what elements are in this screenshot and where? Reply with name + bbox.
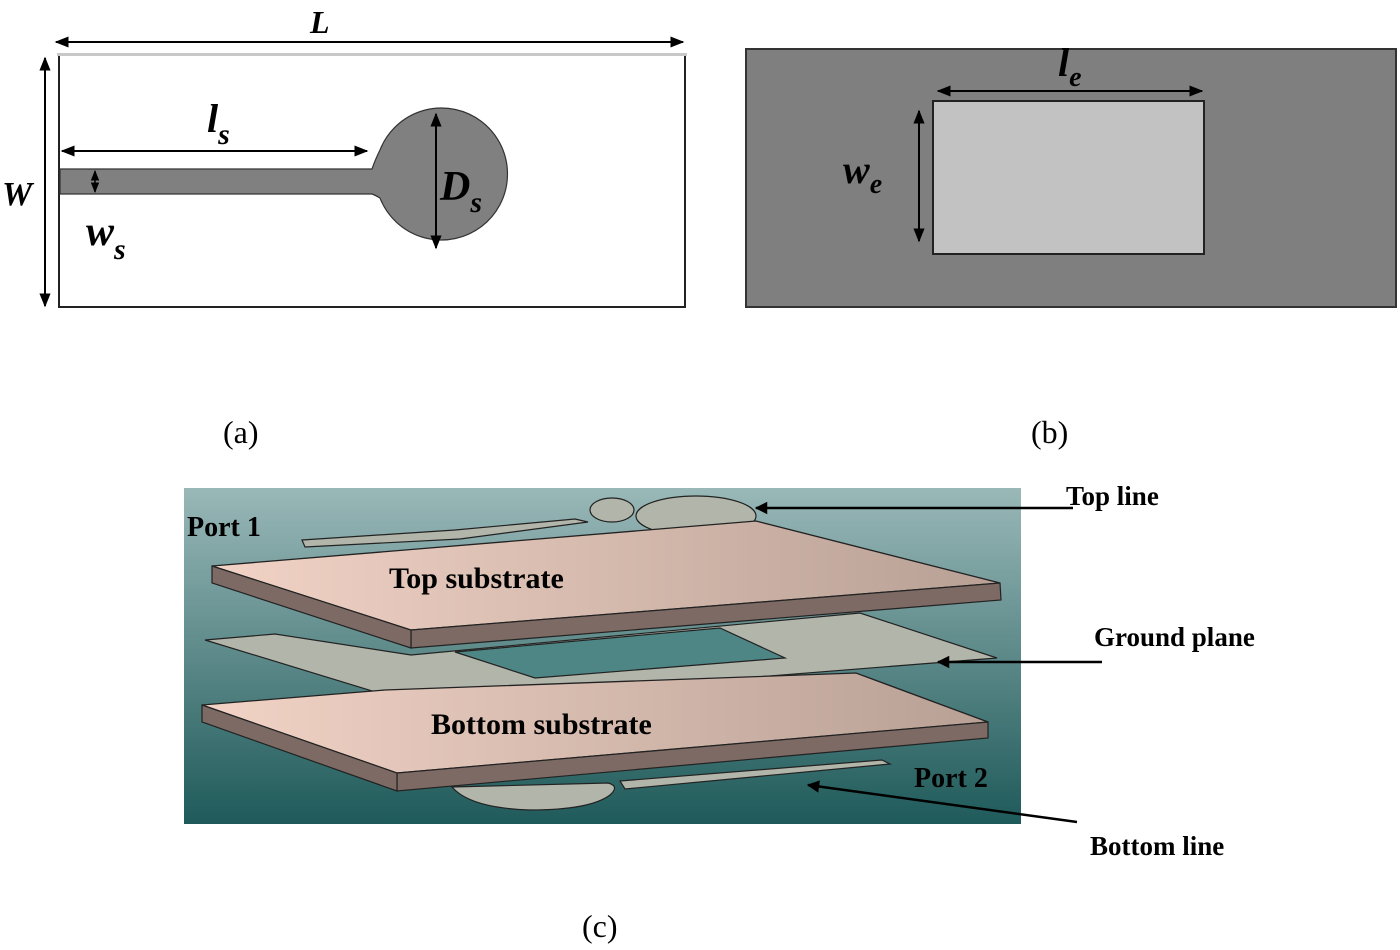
top-substrate-edge-left (211, 565, 412, 649)
panel-b-ground-layer: le we (745, 40, 1397, 308)
callout-label-top-line: Top line (1066, 481, 1159, 511)
label-ws: ws (86, 209, 126, 266)
substrate-edge-shadow (57, 53, 687, 56)
caption-a: (a) (223, 414, 259, 450)
callout-label-ground-plane: Ground plane (1094, 622, 1255, 652)
label-top-substrate: Top substrate (389, 562, 564, 595)
label-le: le (1058, 40, 1082, 93)
label-W: W (2, 176, 35, 213)
ground-plane-slot (454, 627, 788, 679)
microstrip-feed-line (59, 107, 509, 241)
label-Ds: Ds (439, 164, 482, 219)
top-line-strip (301, 518, 589, 548)
top-line-disk-stub (589, 497, 635, 523)
bottom-line-strip (618, 759, 893, 790)
callout-arrow-bottom-line (806, 780, 1078, 824)
ground-slot (932, 100, 1205, 255)
panel-a-top-layer: L W ls ws Ds (2, 4, 687, 308)
label-port2: Port 2 (914, 763, 988, 794)
callout-label-bottom-line: Bottom line (1090, 831, 1224, 861)
caption-b: (b) (1031, 414, 1068, 450)
bottom-line-disk (450, 782, 616, 811)
caption-c: (c) (582, 908, 618, 944)
label-bottom-substrate: Bottom substrate (431, 708, 652, 741)
panel-c-exploded-view: Top substrate Bottom substrate Port 1 Po… (184, 488, 1021, 824)
label-port1: Port 1 (187, 512, 261, 543)
label-ls: ls (207, 96, 230, 151)
label-we: we (843, 147, 882, 200)
label-L: L (309, 4, 330, 40)
bottom-substrate-edge-left (201, 704, 398, 792)
